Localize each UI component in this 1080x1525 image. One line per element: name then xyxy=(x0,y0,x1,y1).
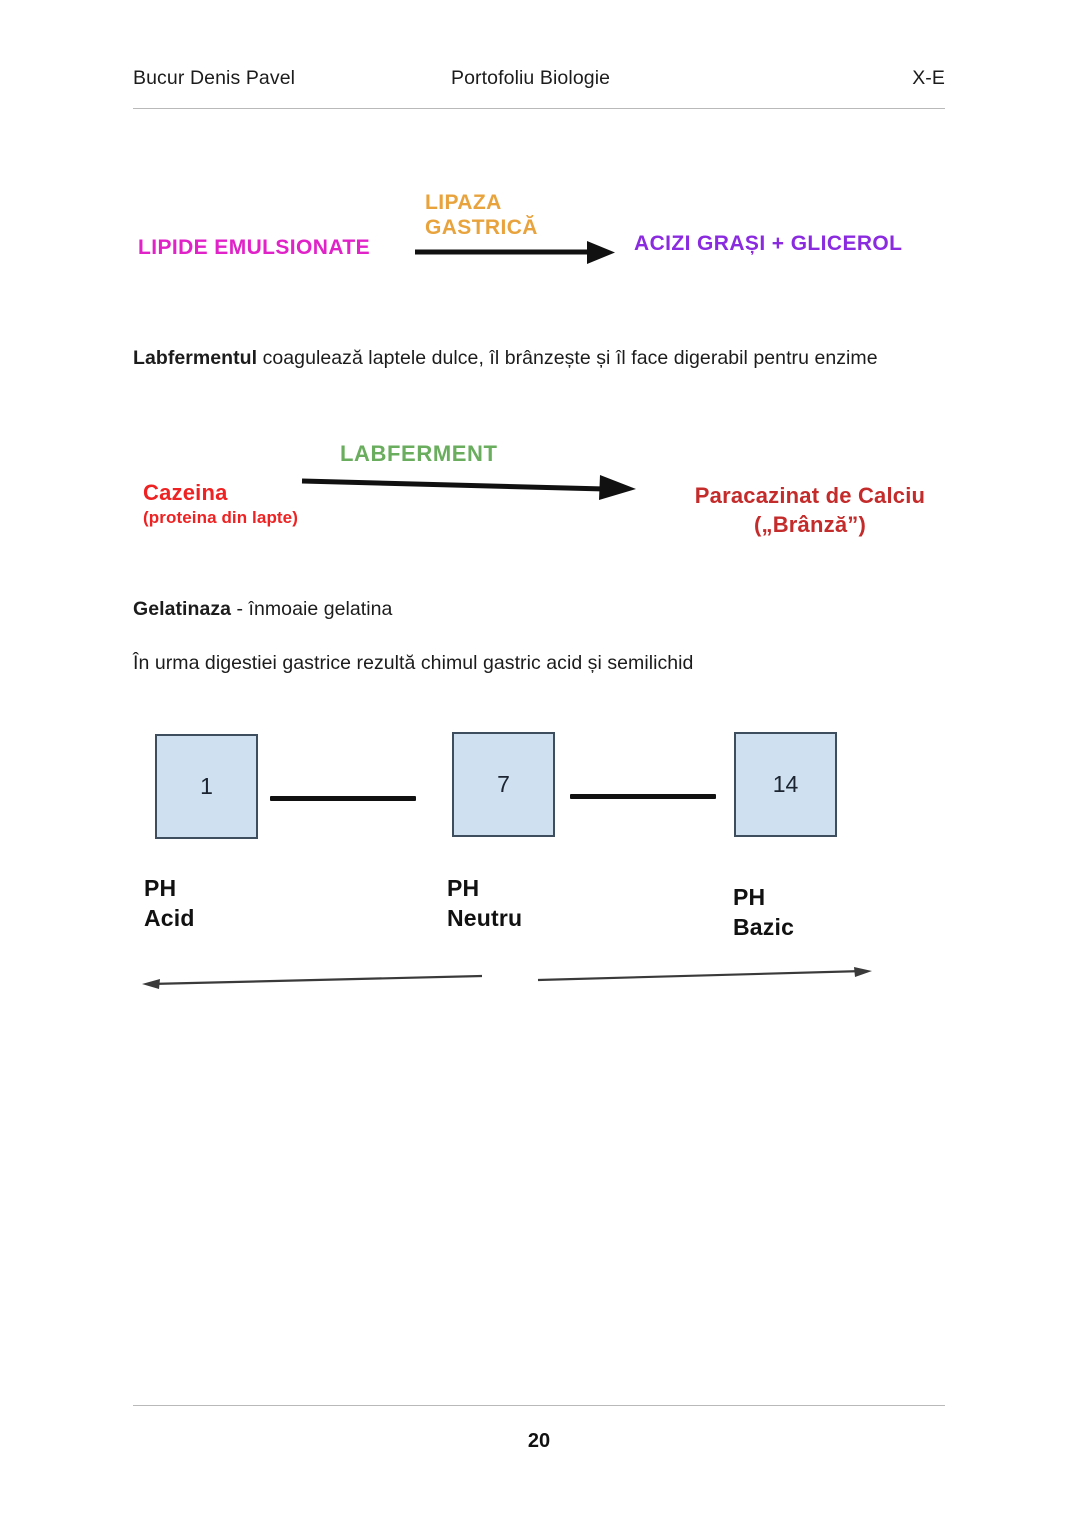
right-arrow-icon xyxy=(301,475,636,500)
paragraph-chim-gastric: În urma digestiei gastrice rezultă chimu… xyxy=(133,652,694,674)
gelatinaza-description: - înmoaie gelatina xyxy=(231,598,393,620)
labfermentul-term: Labfermentul xyxy=(133,347,258,369)
ph-label-acid-line2: Acid xyxy=(144,905,195,931)
lipase-substrate-label: LIPIDE EMULSIONATE xyxy=(138,236,370,259)
labferment-product-line2: („Brânză”) xyxy=(753,512,866,537)
lipase-enzyme-line1: LIPAZA xyxy=(425,191,502,214)
right-arrow-icon xyxy=(415,241,615,264)
header-student-name: Bucur Denis Pavel xyxy=(133,66,296,89)
ph-value-box: 7 xyxy=(452,732,555,837)
ph-label-neutru: PH Neutru xyxy=(447,873,522,933)
labferment-product-label: Paracazinat de Calciu („Brânză”) xyxy=(660,481,960,539)
ph-label-neutru-line1: PH xyxy=(447,875,480,901)
page-header: Bucur Denis Pavel Portofoliu Biologie X-… xyxy=(133,60,945,96)
ph-label-acid-line1: PH xyxy=(144,875,177,901)
page-number: 20 xyxy=(527,1430,551,1452)
ph-label-bazic-line2: Bazic xyxy=(733,914,795,940)
ph-connector-line xyxy=(270,796,416,801)
ph-label-neutru-line2: Neutru xyxy=(447,905,523,931)
ph-label-bazic: PH Bazic xyxy=(733,882,794,942)
labferment-substrate-note: (proteina din lapte) xyxy=(143,508,298,527)
labfermentul-description: coagulează laptele dulce, îl brânzește ș… xyxy=(257,347,878,369)
paragraph-gelatinaza: Gelatinaza - înmoaie gelatina xyxy=(133,595,923,624)
ph-label-acid: PH Acid xyxy=(144,873,195,933)
right-arrow-icon xyxy=(537,967,872,982)
header-class-code: X-E xyxy=(912,66,945,89)
gelatinaza-term: Gelatinaza xyxy=(133,598,232,620)
ph-value-box: 14 xyxy=(734,732,837,837)
paragraph-labfermentul: Labfermentul coagulează laptele dulce, î… xyxy=(133,344,923,373)
labferment-substrate-label: Cazeina xyxy=(143,480,228,505)
left-arrow-icon xyxy=(142,974,483,989)
ph-connector-line xyxy=(570,794,716,799)
footer-divider xyxy=(133,1405,945,1406)
labferment-product-line1: Paracazinat de Calciu xyxy=(694,483,926,508)
header-document-title: Portofoliu Biologie xyxy=(451,66,611,89)
lipase-enzyme-line2: GASTRICĂ xyxy=(425,216,538,239)
ph-label-bazic-line1: PH xyxy=(733,884,766,910)
labferment-enzyme-label: LABFERMENT xyxy=(340,441,498,466)
header-divider xyxy=(133,108,945,109)
ph-direction-arrows xyxy=(142,967,872,989)
ph-value-box: 1 xyxy=(155,734,258,839)
lipase-enzyme-label: LIPAZA GASTRICĂ xyxy=(425,190,538,240)
lipase-product-label: ACIZI GRAȘI + GLICEROL xyxy=(634,232,903,255)
